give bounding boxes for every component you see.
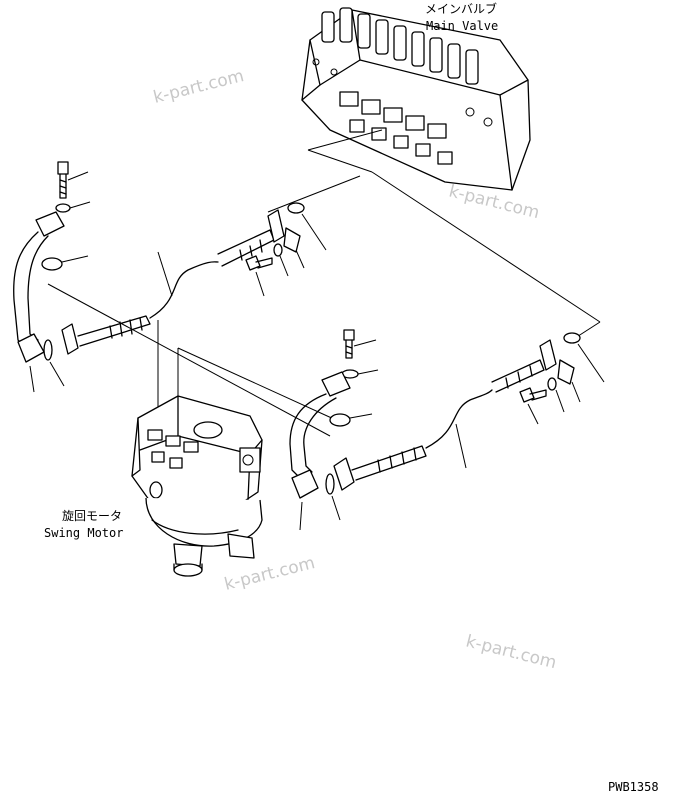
drawing-code: PWB1358 (608, 780, 659, 794)
upper-hose (61, 209, 285, 355)
main-valve-label-jp: メインバルブ (425, 1, 497, 16)
valve-spool-caps (321, 7, 479, 85)
watermark-4: k-part.com (464, 631, 559, 673)
main-valve-illustration (301, 7, 531, 191)
lower-hose (333, 339, 557, 491)
swing-motor-label-en: Swing Motor (44, 526, 123, 540)
swing-motor-label-jp: 旋回モータ (62, 509, 122, 523)
lower-flange-bolts (519, 332, 605, 425)
left-bolt-group (41, 161, 91, 271)
left-hose-elbow (13, 211, 65, 393)
swing-motor-illustration (131, 395, 263, 577)
upper-flange-bolts (245, 202, 327, 297)
watermark-1: k-part.com (151, 66, 246, 108)
right-bolt-group (329, 329, 379, 427)
valve-ports (312, 58, 493, 165)
main-valve-label-en: Main Valve (426, 19, 498, 33)
right-hose-elbow (289, 371, 351, 531)
watermark-3: k-part.com (222, 553, 317, 595)
